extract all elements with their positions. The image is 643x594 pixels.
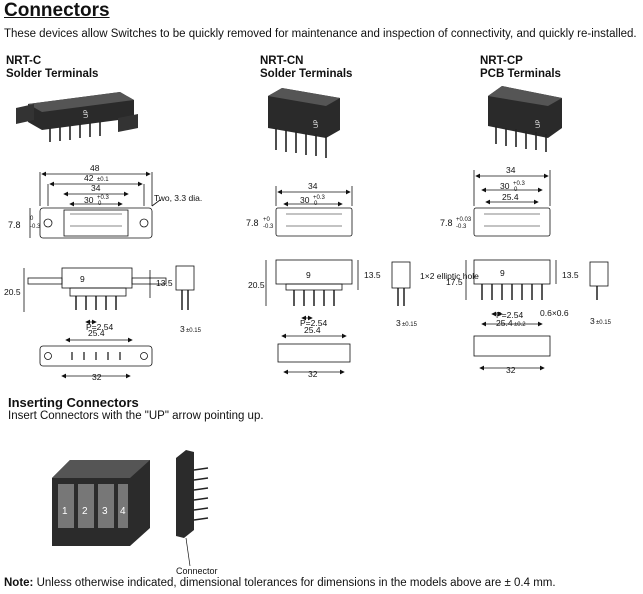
dim-9: 9: [500, 268, 505, 278]
dim-9: 9: [306, 270, 311, 280]
tol-30: +0.3: [513, 181, 526, 187]
elliptic-hole-note: 1×2 elliptic hole: [420, 271, 479, 281]
dim-42: 42: [84, 173, 94, 183]
switch-assembly-illustration: 1 2 3 4: [52, 460, 150, 546]
dim-34: 34: [506, 165, 516, 175]
dim-13-5: 13.5: [364, 270, 381, 280]
nrt-cn-bottom-view: [277, 343, 351, 375]
tol-7-8b: -0.3: [263, 224, 274, 230]
model-name: NRT-C: [6, 55, 42, 67]
model-name: NRT-CN: [260, 55, 304, 67]
tol-42: ±0.1: [97, 177, 109, 183]
intro-text: These devices allow Switches to be quick…: [4, 28, 637, 40]
nrt-cp-top-view: [473, 170, 551, 237]
tol-25-4: ±0.2: [514, 322, 526, 328]
model-heading-nrt-cn: NRT-CN Solder Terminals: [260, 55, 352, 81]
dim-25-4: 25.4: [496, 318, 513, 328]
dim-34: 34: [91, 183, 101, 193]
tol-30: +0.3: [313, 195, 326, 201]
dim-3: 3: [396, 318, 401, 328]
tol-3: ±0.15: [402, 322, 418, 328]
model-terminal: Solder Terminals: [260, 68, 353, 80]
dim-48: 48: [90, 163, 100, 173]
dim-17-5: 17.5: [446, 277, 463, 287]
inserting-heading: Inserting Connectors: [8, 395, 139, 410]
nrt-c-top-view: [29, 171, 161, 239]
model-heading-nrt-cp: NRT-CP PCB Terminals: [480, 55, 561, 81]
dim-13-5: 13.5: [156, 278, 173, 288]
nrt-c-bottom-view: [39, 345, 153, 379]
pitch: P=2.54: [86, 322, 113, 332]
nrt-cn-side-view: [265, 259, 411, 339]
tol-30: +0.3: [97, 195, 110, 201]
svg-text:4: 4: [120, 506, 126, 517]
dim-7-8: 7.8: [246, 218, 259, 228]
nrt-cp-photo: UP: [488, 86, 562, 152]
svg-text:UP: UP: [84, 110, 90, 118]
inserting-text: Insert Connectors with the "UP" arrow po…: [8, 410, 264, 422]
dim-25-4: 25.4: [88, 328, 105, 338]
pitch: P=2.54: [496, 310, 523, 320]
dim-32: 32: [506, 365, 516, 375]
nrt-cp-side-view: [465, 259, 609, 327]
nrt-cn-photo: UP: [268, 88, 340, 158]
dim-25-4-top: 25.4: [502, 192, 519, 202]
pitch: P=2.54: [300, 318, 327, 328]
page-title: Connectors: [4, 0, 110, 21]
connector-illustration: [176, 450, 209, 567]
note-label: Note:: [4, 577, 34, 589]
dim-30: 30: [500, 181, 510, 191]
tol-3: ±0.15: [186, 328, 202, 334]
tol-7-8a: +0: [263, 217, 271, 223]
svg-text:UP: UP: [536, 120, 542, 128]
dim-3: 3: [180, 324, 185, 334]
dim-7-8: 7.8: [440, 218, 453, 228]
tol-30b: 0: [314, 201, 318, 207]
dim-20-5: 20.5: [248, 280, 265, 290]
dim-30: 30: [300, 195, 310, 205]
tol-7-8a: +0.03: [456, 217, 472, 223]
dim-25-4: 25.4: [304, 325, 321, 335]
dim-30: 30: [84, 195, 94, 205]
tol-30b: 0: [514, 187, 518, 193]
svg-text:3: 3: [102, 506, 108, 517]
model-name: NRT-CP: [480, 55, 523, 67]
dim-3: 3: [590, 316, 595, 326]
svg-text:2: 2: [82, 506, 88, 517]
tol-30b: 0: [98, 201, 102, 207]
dim-13-5: 13.5: [562, 270, 579, 280]
hole-note: Two, 3.3 dia.: [154, 193, 202, 203]
dim-9: 9: [80, 274, 85, 284]
tol-7-8a: 0: [30, 216, 34, 222]
dim-20-5: 20.5: [4, 287, 21, 297]
model-heading-nrt-c: NRT-C Solder Terminals: [6, 55, 98, 81]
nrt-c-photo: UP: [16, 92, 138, 142]
dim-32: 32: [92, 372, 102, 382]
connector-label: Connector: [176, 566, 218, 576]
dim-34: 34: [308, 181, 318, 191]
tol-7-8b: -0.3: [30, 224, 41, 230]
footnote: Note: Unless otherwise indicated, dimens…: [4, 577, 556, 589]
dim-32: 32: [308, 369, 318, 379]
model-terminal: Solder Terminals: [6, 68, 99, 80]
tol-3: ±0.15: [596, 320, 612, 326]
note-text: Unless otherwise indicated, dimensional …: [33, 577, 556, 589]
nrt-c-side-view: [23, 265, 195, 343]
svg-text:UP: UP: [314, 120, 320, 128]
tol-7-8b: -0.3: [456, 224, 467, 230]
nrt-cp-bottom-view: [473, 335, 551, 371]
dim-7-8: 7.8: [8, 220, 21, 230]
nrt-cn-top-view: [275, 186, 353, 237]
model-terminal: PCB Terminals: [480, 68, 561, 80]
svg-text:1: 1: [62, 506, 68, 517]
pin-size: 0.6×0.6: [540, 308, 569, 318]
